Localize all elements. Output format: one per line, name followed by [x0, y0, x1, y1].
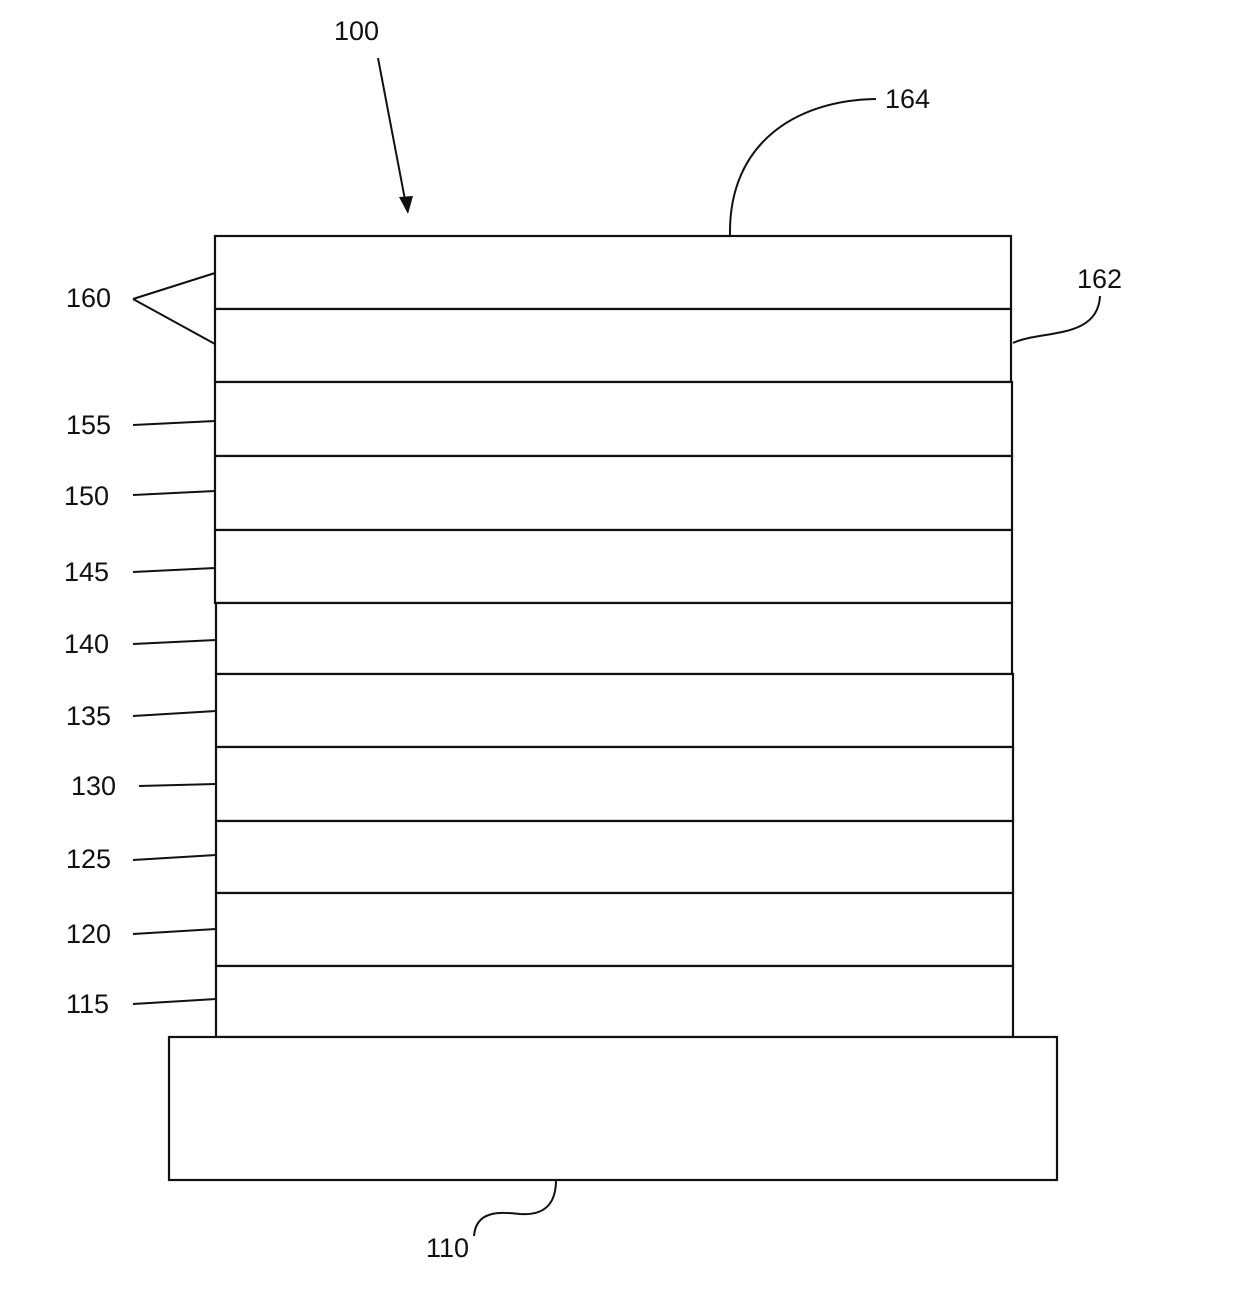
layer-label-140: 140 [64, 629, 109, 659]
layer-leader-150 [133, 491, 215, 495]
layer-label-130: 130 [71, 771, 116, 801]
layer-leader-145 [133, 568, 215, 572]
top-surface-label: 164 [885, 84, 930, 114]
layer-label-115: 115 [66, 989, 109, 1019]
layer-leader-140 [133, 640, 216, 644]
layer-leader-130 [139, 784, 216, 786]
layer-leader-115 [133, 999, 216, 1004]
layer-label-120: 120 [66, 919, 111, 949]
device-arrow-head [399, 196, 413, 214]
layer-label-150: 150 [64, 481, 109, 511]
layer-stack [215, 236, 1013, 1037]
layer-160-lower [215, 309, 1011, 382]
layer-115 [216, 966, 1013, 1037]
layer-140 [216, 603, 1012, 674]
layer-label-135: 135 [66, 701, 111, 731]
layer-leader-155 [133, 421, 215, 425]
top-layers-leader-upper [133, 273, 215, 299]
layer-125 [216, 821, 1013, 893]
layer-120 [216, 893, 1013, 966]
substrate-110 [169, 1037, 1057, 1180]
layer-leader-135 [133, 711, 216, 716]
substrate-label: 110 [426, 1233, 469, 1263]
layer-130 [216, 747, 1013, 821]
top-surface-leader [730, 99, 876, 236]
device-arrow-shaft [378, 58, 406, 205]
layer-label-155: 155 [66, 410, 111, 440]
layer-leader-125 [133, 855, 216, 860]
top-layers-label: 160 [66, 283, 111, 313]
layer-label-125: 125 [66, 844, 111, 874]
layer-160-upper [215, 236, 1011, 309]
layer-155 [215, 382, 1012, 456]
layer-label-145: 145 [64, 557, 109, 587]
side-surface-leader [1013, 296, 1100, 343]
layer-leader-120 [133, 929, 216, 934]
layer-135 [216, 674, 1013, 747]
layer-145 [215, 530, 1012, 603]
layer-150 [215, 456, 1012, 530]
top-layers-leader-lower [133, 299, 215, 344]
device-label: 100 [334, 16, 379, 46]
side-surface-label: 162 [1077, 264, 1122, 294]
substrate-leader [474, 1180, 556, 1236]
